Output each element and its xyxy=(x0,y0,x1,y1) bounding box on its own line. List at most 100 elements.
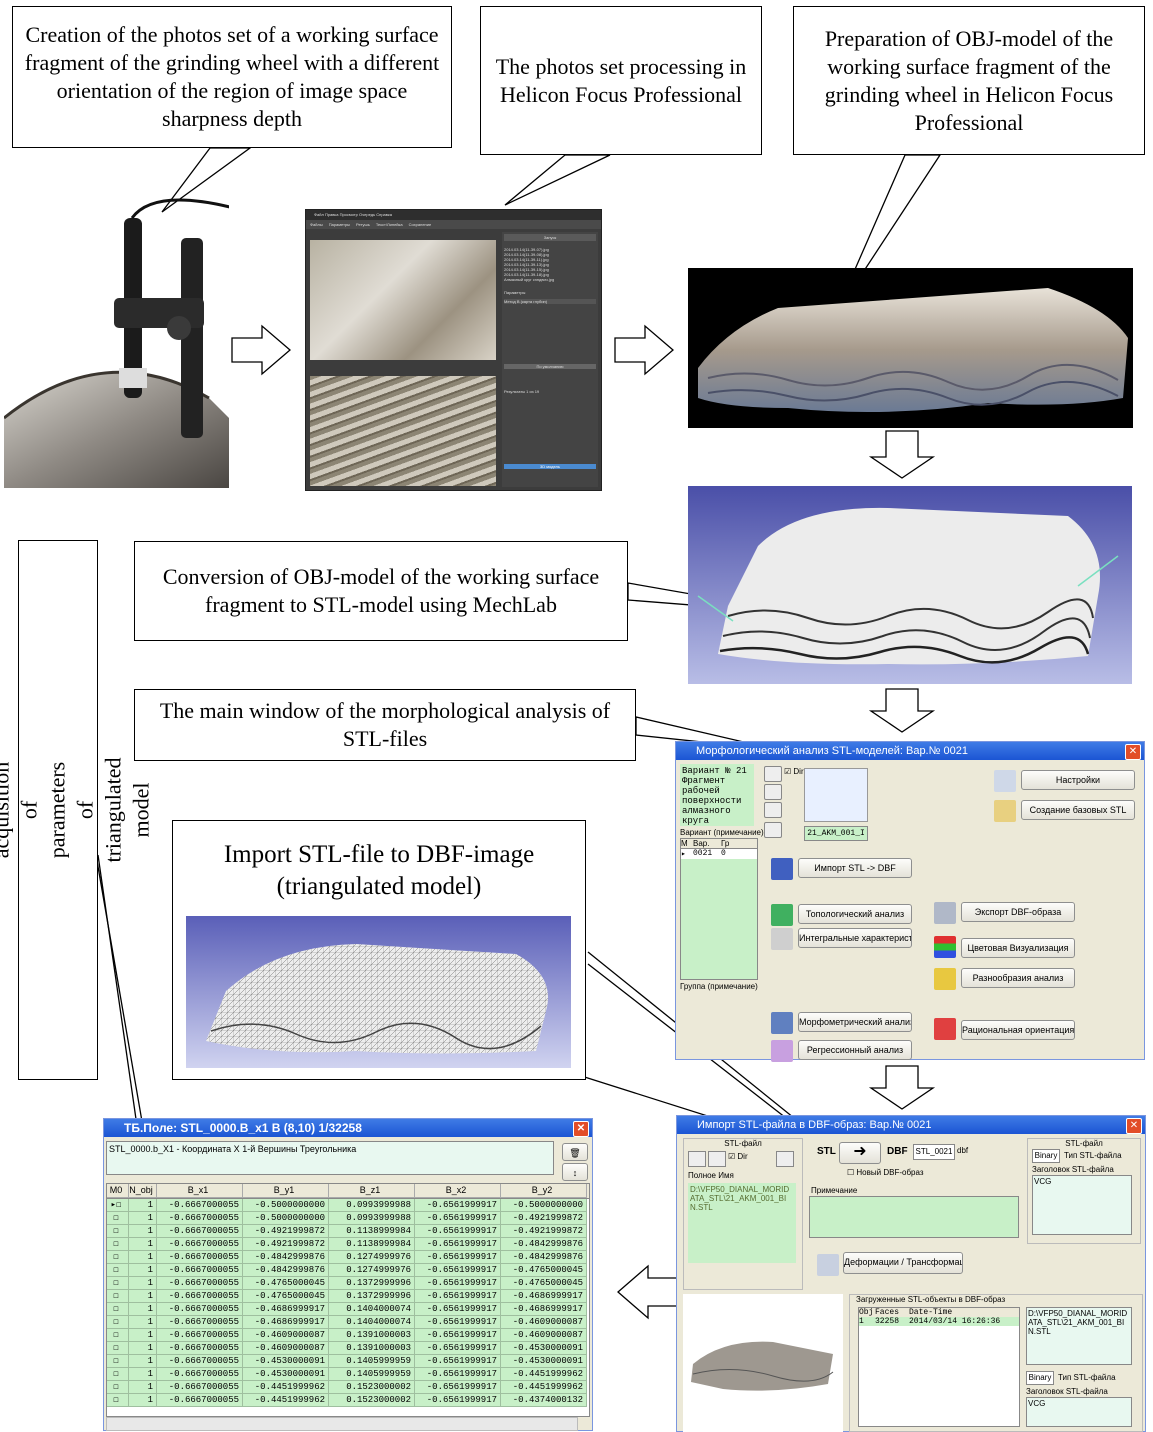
table-cell[interactable]: 0.0993999988 xyxy=(329,1212,415,1225)
table-cell[interactable]: -0.4921999872 xyxy=(243,1225,329,1238)
table-cell[interactable]: 0.1372999996 xyxy=(329,1277,415,1290)
table-cell[interactable]: -0.4609000087 xyxy=(501,1329,587,1342)
tool-icon[interactable] xyxy=(764,822,782,838)
table-cell[interactable]: 0.1523000002 xyxy=(329,1381,415,1394)
variant-grid[interactable]: М Вар. Гр ▸ 0021 0 xyxy=(680,838,758,980)
table-cell[interactable]: 0.1404000074 xyxy=(329,1316,415,1329)
filter-icon[interactable] xyxy=(776,1151,794,1167)
dir-checkbox[interactable]: ☑ Dir xyxy=(784,767,804,776)
row-checkbox[interactable]: ▸☐ xyxy=(107,1199,129,1212)
table-cell[interactable]: -0.4530000091 xyxy=(501,1355,587,1368)
table-cell[interactable]: -0.4609000087 xyxy=(501,1316,587,1329)
dbf-name-input[interactable]: STL_0021 xyxy=(913,1144,955,1160)
table-cell[interactable]: -0.6667000055 xyxy=(157,1394,243,1407)
filter-icon[interactable] xyxy=(764,784,782,800)
row-checkbox[interactable]: ☐ xyxy=(107,1381,129,1394)
table-cell[interactable]: 1 xyxy=(129,1225,157,1238)
export-dbf-button[interactable]: Экспорт DBF-образа xyxy=(961,902,1075,922)
stl-path-field[interactable]: D:\VFP50_DIANAL_MORIDATA_STL\21_AKM_001_… xyxy=(688,1183,796,1263)
table-cell[interactable]: -0.4686999917 xyxy=(243,1303,329,1316)
horizontal-scrollbar[interactable] xyxy=(106,1417,578,1431)
base-stl-button[interactable]: Создание базовых STL xyxy=(1021,800,1135,820)
helicon-file[interactable]: Алмазный круг сэндвич.jpg xyxy=(504,277,555,282)
search-icon[interactable] xyxy=(708,1151,726,1167)
table-cell[interactable]: -0.6667000055 xyxy=(157,1381,243,1394)
helicon-tab-retouch[interactable]: Ретушь xyxy=(356,222,370,227)
table-cell[interactable]: 1 xyxy=(129,1251,157,1264)
table-cell[interactable]: 0.1274999976 xyxy=(329,1264,415,1277)
table-cell[interactable]: -0.4609000087 xyxy=(243,1329,329,1342)
helicon-tab-files[interactable]: Файлы xyxy=(310,222,323,227)
table-cell[interactable]: 0.1391000003 xyxy=(329,1329,415,1342)
helicon-run-button[interactable]: Запуск xyxy=(504,234,596,241)
table-cell[interactable]: 0.1274999976 xyxy=(329,1251,415,1264)
table-cell[interactable]: -0.6561999917 xyxy=(415,1316,501,1329)
table-cell[interactable]: -0.5000000000 xyxy=(501,1199,587,1212)
table-cell[interactable]: -0.5000000000 xyxy=(243,1212,329,1225)
table-cell[interactable]: -0.4842999876 xyxy=(501,1251,587,1264)
table-cell[interactable]: 0.1372999996 xyxy=(329,1290,415,1303)
table-cell[interactable]: 1 xyxy=(129,1238,157,1251)
helicon-default-button[interactable]: По умолчанию xyxy=(504,364,596,369)
table-cell[interactable]: -0.4451999962 xyxy=(501,1381,587,1394)
table-cell[interactable]: 1 xyxy=(129,1394,157,1407)
header-field[interactable]: VCG xyxy=(1032,1175,1132,1235)
table-cell[interactable]: -0.4921999872 xyxy=(243,1238,329,1251)
table-cell[interactable]: -0.4921999872 xyxy=(501,1212,587,1225)
table-header-cell[interactable]: N_obj xyxy=(129,1184,157,1198)
table-cell[interactable]: -0.4530000091 xyxy=(501,1342,587,1355)
table-cell[interactable]: -0.6667000055 xyxy=(157,1264,243,1277)
row-checkbox[interactable]: ☐ xyxy=(107,1251,129,1264)
table-cell[interactable]: 0.1405999959 xyxy=(329,1368,415,1381)
row-checkbox[interactable]: ☐ xyxy=(107,1225,129,1238)
row-checkbox[interactable]: ☐ xyxy=(107,1329,129,1342)
table-header-cell[interactable]: M0 xyxy=(107,1184,129,1198)
import-stl-button[interactable]: Импорт STL -> DBF xyxy=(798,858,912,878)
table-cell[interactable]: -0.6561999917 xyxy=(415,1212,501,1225)
table-cell[interactable]: -0.6561999917 xyxy=(415,1290,501,1303)
table-cell[interactable]: -0.4451999962 xyxy=(243,1381,329,1394)
table-header-cell[interactable]: B_x2 xyxy=(415,1184,501,1198)
topology-button[interactable]: Топологический анализ xyxy=(798,904,912,924)
row-checkbox[interactable]: ☐ xyxy=(107,1238,129,1251)
helicon-method-select[interactable]: Метод B (карта глубин) xyxy=(504,299,596,304)
table-cell[interactable]: 1 xyxy=(129,1199,157,1212)
table-cell[interactable]: -0.4374000132 xyxy=(501,1394,587,1407)
table-cell[interactable]: 0.1405999959 xyxy=(329,1355,415,1368)
table-cell[interactable]: -0.6667000055 xyxy=(157,1238,243,1251)
rational-orientation-button[interactable]: Рациональная ориентация xyxy=(961,1020,1075,1040)
diversity-button[interactable]: Разнообразия анализ xyxy=(961,968,1075,988)
table-cell[interactable]: -0.6667000055 xyxy=(157,1290,243,1303)
helicon-file[interactable]: 2014.03.14(11-39-08).jpg xyxy=(504,252,549,257)
row-checkbox[interactable]: ☐ xyxy=(107,1394,129,1407)
regression-button[interactable]: Регрессионный анализ xyxy=(798,1040,912,1060)
table-cell[interactable]: -0.4921999872 xyxy=(501,1225,587,1238)
table-cell[interactable]: -0.6667000055 xyxy=(157,1251,243,1264)
deform-button[interactable]: Деформации / Трансформации xyxy=(843,1252,963,1274)
table-cell[interactable]: -0.6561999917 xyxy=(415,1394,501,1407)
table-cell[interactable]: -0.4765000045 xyxy=(501,1277,587,1290)
row-checkbox[interactable]: ☐ xyxy=(107,1277,129,1290)
row-checkbox[interactable]: ☐ xyxy=(107,1290,129,1303)
loaded-grid-row[interactable]: 1 32258 2014/03/14 16:26:36 xyxy=(859,1317,1019,1326)
helicon-file[interactable]: 2014.03.14(11-39-07).jpg xyxy=(504,247,549,252)
table-cell[interactable]: -0.6667000055 xyxy=(157,1355,243,1368)
table-cell[interactable]: 1 xyxy=(129,1264,157,1277)
table-cell[interactable]: 1 xyxy=(129,1303,157,1316)
table-cell[interactable]: -0.6561999917 xyxy=(415,1277,501,1290)
table-cell[interactable]: 1 xyxy=(129,1368,157,1381)
table-cell[interactable]: -0.4686999917 xyxy=(501,1290,587,1303)
table-cell[interactable]: -0.4842999876 xyxy=(243,1251,329,1264)
row-checkbox[interactable]: ☐ xyxy=(107,1368,129,1381)
note-field[interactable] xyxy=(809,1196,1019,1238)
row-checkbox[interactable]: ☐ xyxy=(107,1342,129,1355)
table-cell[interactable]: 1 xyxy=(129,1381,157,1394)
table-cell[interactable]: 1 xyxy=(129,1329,157,1342)
delete-icon[interactable]: 🗑 xyxy=(562,1143,588,1161)
